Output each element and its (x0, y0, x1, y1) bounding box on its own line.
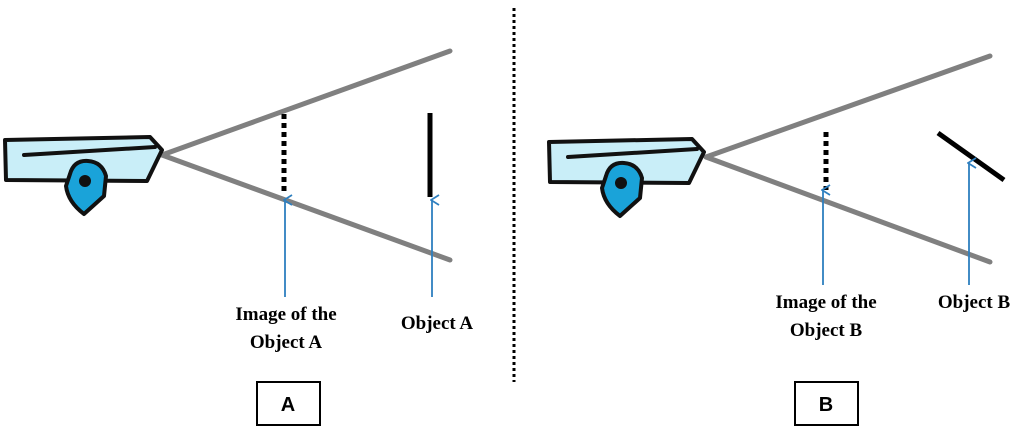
camera-icon-a (3, 135, 164, 216)
panel-b: Image of the Object B Object B B (547, 53, 1011, 426)
image-label-b-line2: Object B (790, 320, 863, 341)
panel-label-box-a (256, 381, 321, 426)
image-label-a-line1: Image of the (235, 304, 336, 325)
image-label-b-line1: Image of the (775, 292, 876, 313)
camera-icon-b (547, 137, 706, 218)
object-b (936, 130, 1006, 183)
panel-label-box-b (794, 381, 859, 426)
panel-label-b: B (819, 394, 833, 416)
view-cone-a (159, 48, 453, 263)
object-label-a: Object A (401, 313, 474, 334)
view-cone-b (703, 53, 993, 265)
panel-a: Image of the Object A Object A A (3, 48, 474, 426)
object-label-b: Object B (938, 292, 1011, 313)
panel-label-a: A (281, 394, 295, 416)
image-label-a-line2: Object A (250, 332, 323, 353)
